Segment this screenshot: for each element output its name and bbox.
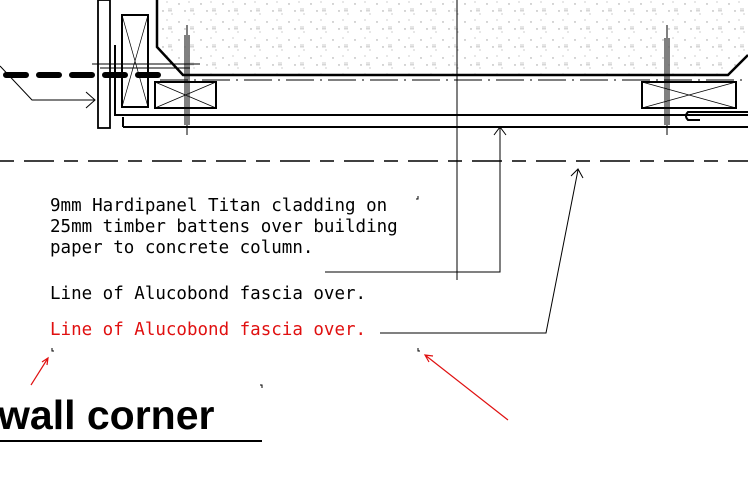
note-line-2: 25mm timber battens over building bbox=[50, 217, 398, 237]
concrete-hatch bbox=[160, 0, 748, 74]
leader-arrow bbox=[0, 65, 96, 109]
corner-batten bbox=[121, 14, 149, 108]
screw-fixing bbox=[92, 25, 670, 135]
timber-batten bbox=[641, 81, 737, 109]
cladding-leader bbox=[325, 126, 507, 273]
fascia-note-red: Line of Alucobond fascia over. bbox=[50, 320, 366, 340]
fascia-note: Line of Alucobond fascia over. bbox=[50, 284, 366, 304]
note-line-3: paper to concrete column. bbox=[50, 238, 313, 258]
concrete-edge bbox=[155, 0, 748, 77]
note-line-1: 9mm Hardipanel Titan cladding on bbox=[50, 196, 387, 216]
fascia-leader bbox=[380, 168, 584, 334]
markup-arrow bbox=[30, 356, 49, 386]
detail-title: wall corner bbox=[0, 392, 215, 438]
markup-arrow bbox=[423, 354, 509, 421]
